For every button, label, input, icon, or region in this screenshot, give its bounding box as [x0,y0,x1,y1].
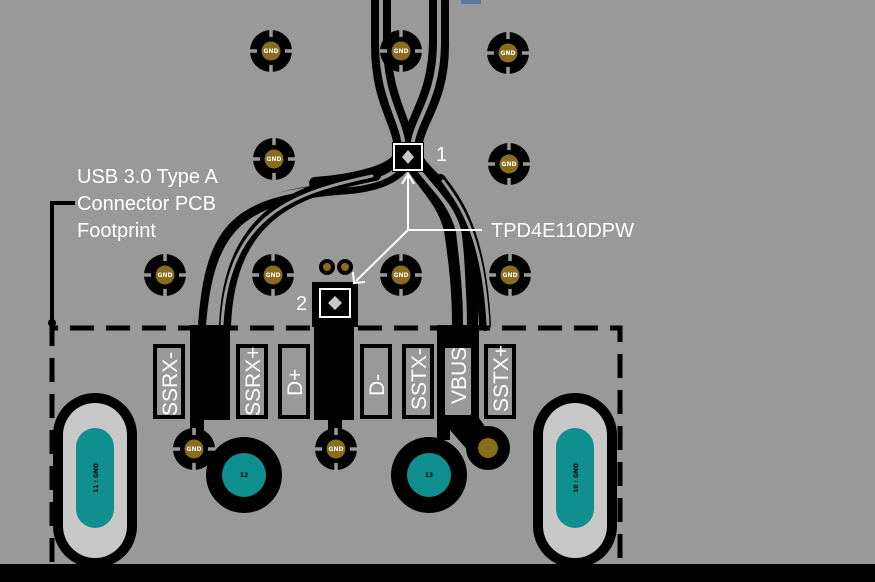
svg-text:GND: GND [187,446,202,453]
svg-text:GND: GND [502,161,517,168]
trace-stub [461,0,481,4]
gnd-via: GND [250,252,296,298]
component-2-footprint [312,259,358,327]
svg-text:11 : GND: 11 : GND [93,463,100,493]
part-number-label: TPD4E110DPW [491,220,634,242]
gnd-via: GND [171,426,217,472]
svg-text:GND: GND [394,48,409,55]
leader-dot [48,319,56,327]
gnd-via: GND [486,141,532,187]
svg-text:GND: GND [501,50,516,57]
shell-pad-right: 10 : GND [533,393,617,568]
pin-labels: SSRX- SSRX+ D+ D- SSTX- VBUS SSTX+ [159,345,513,416]
pin-label: D+ [284,369,307,396]
svg-text:GND: GND [158,272,173,279]
connector-pins [153,325,516,420]
ref-designator-2: 2 [296,293,307,315]
connector-label-line1: USB 3.0 Type A [77,166,218,188]
pin-label: SSTX- [408,348,431,410]
connector-label-line2: Connector PCB [77,193,216,215]
pin-label: D- [366,374,389,396]
connector-leader [50,201,75,328]
ref-designator-1: 1 [436,144,447,166]
pin-label: SSRX+ [242,347,265,416]
svg-text:GND: GND [503,272,518,279]
connector-label-line3: Footprint [77,220,156,242]
gnd-via: GND [313,426,359,472]
component-1-footprint [392,142,424,172]
gnd-via: GND [487,252,533,298]
gnd-via: GND [142,252,188,298]
board-edge [0,564,875,582]
svg-text:13: 13 [425,472,433,479]
pin-label: SSRX- [159,352,182,416]
part-callout [352,172,482,285]
svg-text:GND: GND [329,446,344,453]
svg-text:GND: GND [267,156,282,163]
svg-text:GND: GND [264,48,279,55]
svg-text:12: 12 [240,472,248,479]
pin-label: SSTX+ [490,345,513,412]
pad-12: 12 [206,437,282,513]
svg-text:GND: GND [394,272,409,279]
gnd-vias: GND GND GND GND GND GND GND GND GND [142,28,533,298]
lower-gnd-vias: GND GND [171,426,359,472]
gnd-via: GND [485,30,531,76]
gnd-via: GND [251,136,297,182]
pin-label: VBUS [448,347,471,404]
vbus-via [466,426,510,470]
gnd-via: GND [248,28,294,74]
gnd-via: GND [378,28,424,74]
svg-text:10 : GND: 10 : GND [573,463,580,493]
shell-pad-left: 11 : GND [53,393,137,568]
gnd-via: GND [378,252,424,298]
svg-text:GND: GND [266,272,281,279]
pad-13: 13 [391,437,467,513]
